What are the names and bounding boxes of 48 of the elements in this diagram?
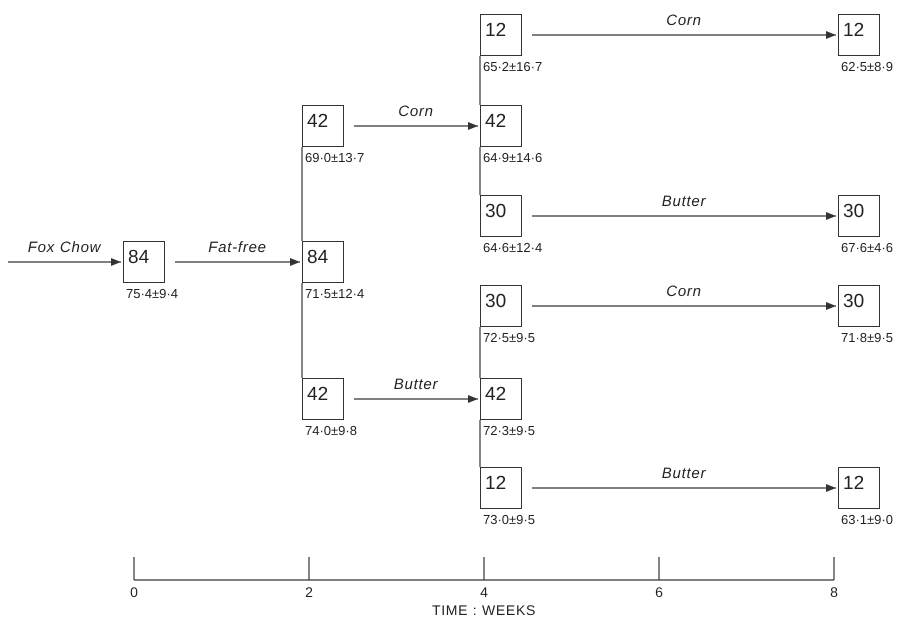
connector-line <box>301 147 303 241</box>
mean-value: 72·3±9·5 <box>483 424 535 437</box>
number-box: 12 <box>838 467 880 509</box>
mean-value: 72·5±9·5 <box>483 331 535 344</box>
arrow <box>175 258 300 266</box>
mean-value: 71·5±12·4 <box>305 287 364 300</box>
axis-title: TIME : WEEKS <box>432 603 536 617</box>
connector-line <box>479 327 481 378</box>
connector-line <box>479 56 481 105</box>
mean-value: 62·5±8·9 <box>841 60 893 73</box>
number-box: 12 <box>480 467 522 509</box>
arrow <box>354 395 478 403</box>
mean-value: 63·1±9·0 <box>841 513 893 526</box>
number-box: 42 <box>302 378 344 420</box>
arrow <box>532 212 836 220</box>
tick-label: 2 <box>305 585 313 599</box>
number-box: 30 <box>838 195 880 237</box>
connector-line <box>479 420 481 467</box>
arrow <box>532 302 836 310</box>
number-box: 42 <box>480 378 522 420</box>
number-box: 84 <box>302 241 344 283</box>
number-box: 30 <box>838 285 880 327</box>
mean-value: 71·8±9·5 <box>841 331 893 344</box>
number-box: 42 <box>480 105 522 147</box>
mean-value: 75·4±9·4 <box>126 287 178 300</box>
connector-line <box>301 283 303 378</box>
arrow <box>532 484 836 492</box>
number-box: 42 <box>302 105 344 147</box>
mean-value: 69·0±13·7 <box>305 151 364 164</box>
tick-label: 0 <box>130 585 138 599</box>
arrow <box>354 122 478 130</box>
number-box: 30 <box>480 195 522 237</box>
arrow <box>8 258 121 266</box>
connector-line <box>479 147 481 195</box>
mean-value: 64·9±14·6 <box>483 151 542 164</box>
number-box: 12 <box>480 14 522 56</box>
arrow <box>532 31 836 39</box>
mean-value: 73·0±9·5 <box>483 513 535 526</box>
mean-value: 74·0±9·8 <box>305 424 357 437</box>
tick-label: 4 <box>480 585 488 599</box>
number-box: 84 <box>123 241 165 283</box>
mean-value: 65·2±16·7 <box>483 60 542 73</box>
tick-label: 8 <box>830 585 838 599</box>
mean-value: 64·6±12·4 <box>483 241 542 254</box>
number-box: 30 <box>480 285 522 327</box>
tick-label: 6 <box>655 585 663 599</box>
mean-value: 67·6±4·6 <box>841 241 893 254</box>
number-box: 12 <box>838 14 880 56</box>
